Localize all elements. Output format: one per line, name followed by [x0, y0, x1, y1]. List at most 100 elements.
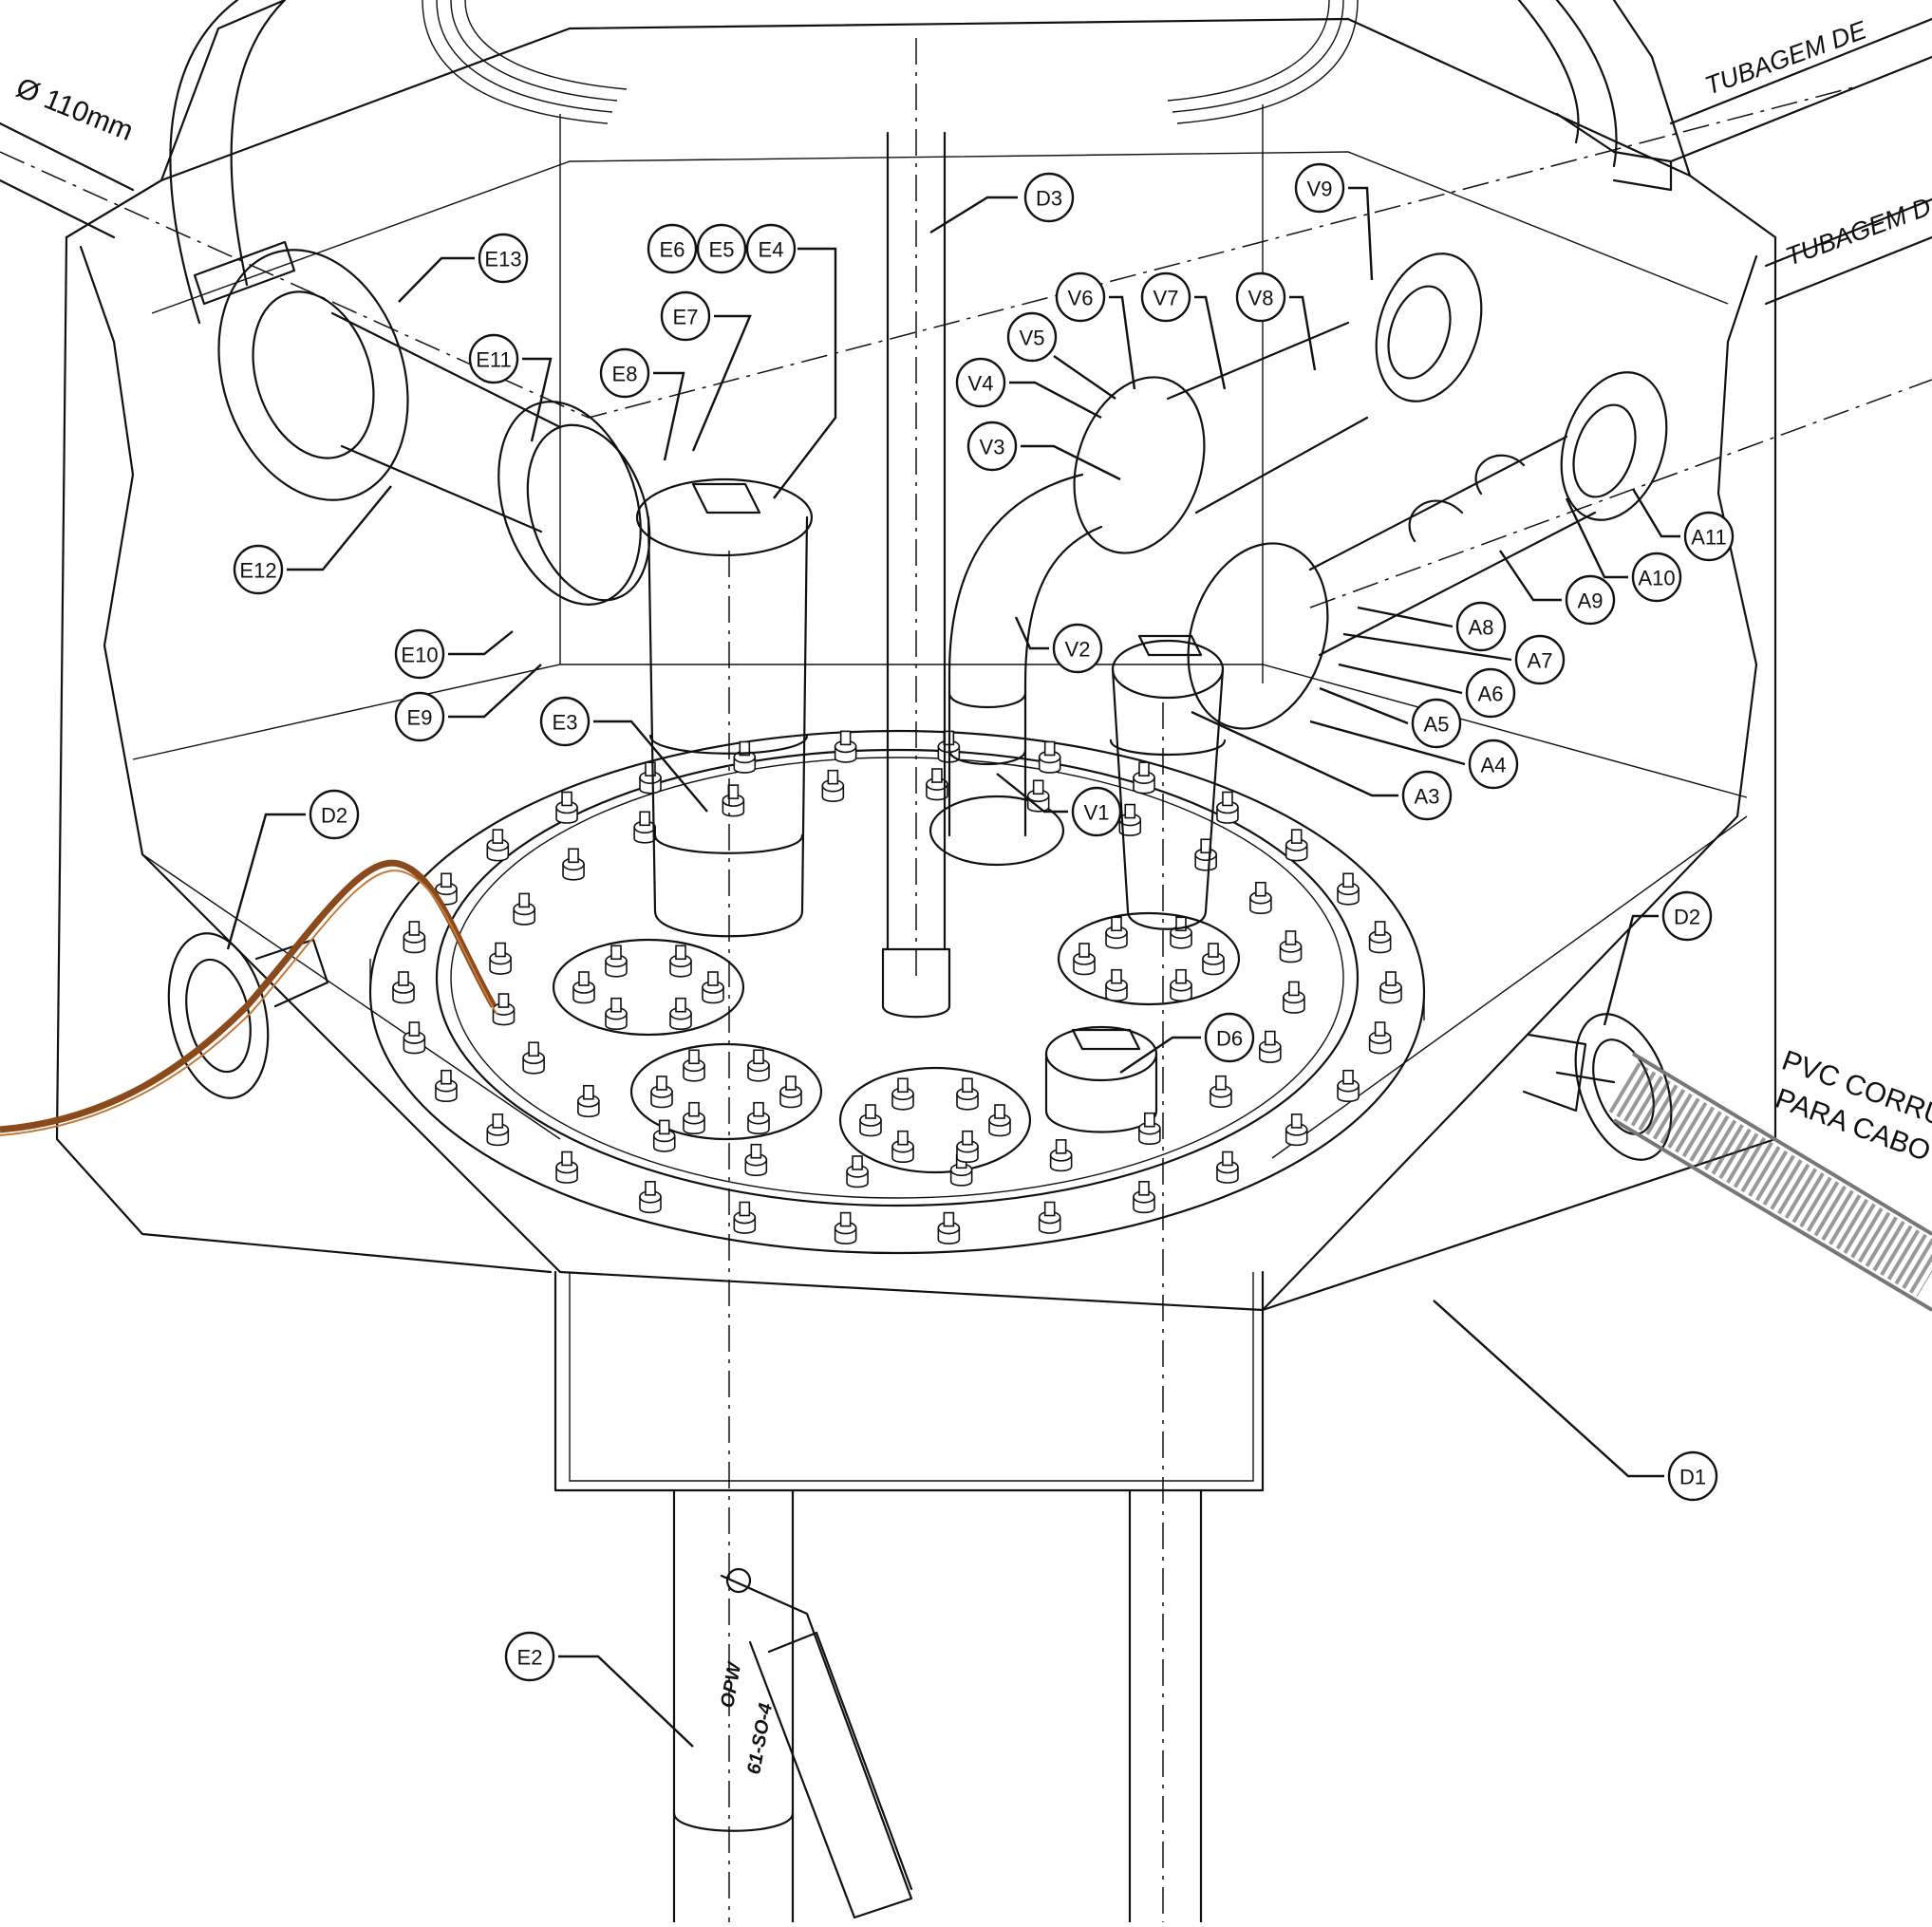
hex-bolt: [747, 1049, 770, 1082]
callout-label: A4: [1481, 754, 1507, 777]
hex-bolt: [489, 942, 512, 975]
callout-e6: E6: [647, 223, 698, 274]
hex-bolt: [1133, 1181, 1155, 1214]
hex-bolt: [486, 829, 510, 862]
callout-label: D2: [1674, 906, 1700, 929]
hex-bolt: [605, 997, 628, 1031]
callout-v2: V2: [1014, 616, 1103, 674]
valve-stamp-line2: 61-SO-4: [743, 1702, 777, 1776]
hex-bolt: [650, 1076, 673, 1109]
callout-v7: V7: [1140, 271, 1227, 390]
hex-bolt: [1368, 921, 1392, 954]
callout-balloon: [478, 233, 529, 284]
hex-bolt: [1105, 916, 1128, 949]
hex-bolt: [1259, 1030, 1282, 1063]
hex-bolt: [1368, 1021, 1392, 1055]
hex-bolt: [1038, 1201, 1061, 1234]
callout-leader: [996, 773, 1068, 814]
callout-label: D1: [1679, 1466, 1706, 1489]
hex-bolt: [522, 1041, 545, 1075]
callout-leader: [1119, 1036, 1201, 1074]
callout-leader: [1319, 686, 1409, 725]
callout-leader: [1053, 355, 1116, 400]
hex-bolt: [949, 1153, 973, 1187]
callout-leader: [691, 314, 752, 452]
hex-bolt: [859, 1104, 882, 1137]
hex-bolt: [891, 1130, 914, 1164]
callout-v1: V1: [996, 773, 1122, 837]
callout-leader: [1014, 616, 1049, 650]
callout-balloon: [1055, 271, 1106, 323]
callout-balloon: [233, 544, 284, 595]
hex-bolt: [1216, 1151, 1239, 1184]
vertical-pipes: [635, 38, 1227, 1922]
callout-label: D2: [321, 804, 347, 828]
hex-bolt: [821, 769, 845, 802]
hex-bolt: [683, 1101, 705, 1135]
callout-leader: [522, 357, 553, 442]
callout-a3: A3: [1191, 710, 1453, 821]
callout-leader: [1565, 497, 1628, 579]
hex-bolt: [733, 740, 757, 774]
hex-bolt: [744, 1143, 768, 1177]
hex-bolt: [1202, 943, 1225, 976]
callout-label: E12: [239, 559, 276, 583]
hex-bolt: [605, 945, 628, 978]
hex-bolt: [513, 892, 535, 926]
hex-bolt: [572, 971, 595, 1004]
callout-leader: [398, 256, 475, 303]
bottom-pipes: [672, 1488, 1203, 1924]
manhole-cover: [368, 729, 1426, 1255]
callout-balloon: [1401, 770, 1453, 821]
hex-bolt: [1194, 838, 1217, 871]
callout-label: E4: [759, 238, 784, 262]
callout-balloon: [1661, 890, 1713, 942]
callout-leader: [593, 720, 708, 813]
callout-balloon: [1140, 271, 1191, 323]
callout-leader: [1289, 295, 1317, 371]
tubagem-label-top: TUBAGEM DE: [1701, 15, 1871, 101]
callout-a10: A10: [1565, 497, 1682, 603]
hex-bolt: [403, 1021, 426, 1055]
callout-balloon: [1667, 1450, 1718, 1502]
callout-balloon: [1455, 601, 1507, 652]
hex-bolt: [1026, 779, 1050, 813]
callout-e2: E2: [504, 1631, 694, 1748]
hex-bolt: [1285, 1113, 1308, 1147]
callout-label: V4: [968, 372, 994, 396]
callout-balloon: [309, 789, 360, 840]
callout-label: A11: [1691, 526, 1727, 550]
callout-v3: V3: [966, 421, 1121, 481]
callout-balloon: [1204, 1012, 1255, 1063]
hex-bolt: [639, 1181, 662, 1214]
callout-leader: [1338, 663, 1463, 695]
hex-bolt: [937, 1211, 961, 1244]
callout-label: E8: [612, 363, 638, 386]
callout-label: D6: [1216, 1027, 1243, 1051]
callout-d6: D6: [1119, 1012, 1255, 1074]
callout-balloon: [1411, 698, 1462, 749]
callout-balloon: [504, 1631, 555, 1682]
hex-bolt: [834, 730, 857, 763]
callout-leader: [1009, 381, 1102, 420]
hex-bolt: [834, 1211, 857, 1244]
hex-bolt: [652, 1119, 676, 1152]
pipe-diameter-label: Ø 110mm: [11, 72, 137, 147]
callout-leader: [1021, 444, 1121, 481]
hex-bolt: [1379, 971, 1402, 1004]
callout-label: A9: [1578, 589, 1604, 613]
hex-bolt: [486, 1113, 510, 1147]
callout-leader: [448, 630, 514, 656]
hex-bolt: [891, 1077, 914, 1111]
callout-label: V1: [1084, 801, 1110, 825]
callout-e7: E7: [660, 290, 752, 452]
callout-balloon: [1235, 271, 1286, 323]
callout-v8: V8: [1235, 271, 1317, 371]
callout-e13: E13: [398, 233, 529, 303]
callout-e5: E5: [696, 223, 747, 274]
callout-balloon: [1465, 667, 1516, 719]
hex-bolt: [403, 921, 426, 954]
callout-e8: E8: [599, 347, 685, 461]
